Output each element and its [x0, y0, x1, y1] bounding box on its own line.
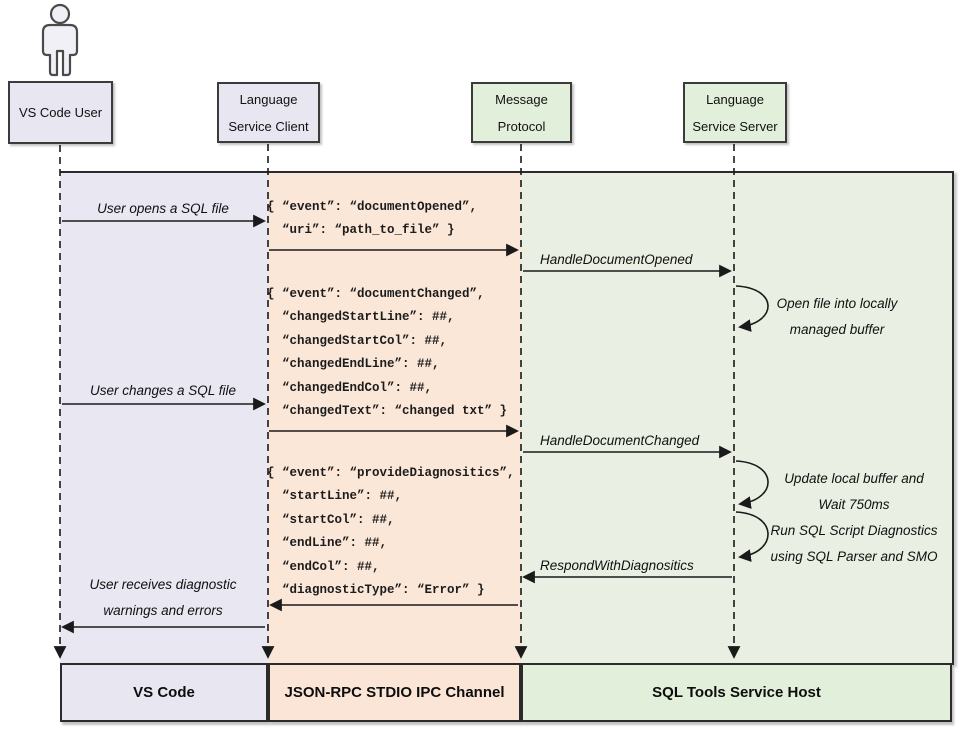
- payload-document-changed: { “event”: “documentChanged”, “changedSt…: [267, 287, 508, 419]
- note-line: Open file into locally: [776, 296, 898, 311]
- footer-label: VS Code: [133, 684, 195, 701]
- header-label: Service Client: [228, 118, 309, 134]
- label-handle-document-opened: HandleDocumentOpened: [540, 252, 693, 267]
- header-label: Message: [495, 91, 548, 107]
- header-label: Language: [706, 91, 764, 107]
- note-open-file: Open file into locally managed buffer: [762, 291, 912, 343]
- actor-body: [41, 23, 79, 77]
- footer-label: SQL Tools Service Host: [652, 684, 821, 701]
- footer-box-ipc-channel: JSON-RPC STDIO IPC Channel: [268, 663, 521, 722]
- header-box-language-service-client: Language Service Client: [217, 82, 320, 143]
- note-line: using SQL Parser and SMO: [770, 549, 938, 564]
- note-line: Update local buffer and: [784, 471, 924, 486]
- note-line: Run SQL Script Diagnostics: [770, 523, 938, 538]
- note-line: managed buffer: [789, 322, 885, 337]
- label-line: User receives diagnostic: [89, 577, 237, 592]
- activity-bands: [60, 171, 954, 665]
- label-handle-document-changed: HandleDocumentChanged: [540, 433, 700, 448]
- payload-provide-diagnostics: { “event”: “provideDiagnositics”, “start…: [267, 466, 515, 598]
- header-label: Protocol: [497, 118, 546, 134]
- label-respond-with-diagnostics: RespondWithDiagnositics: [540, 558, 694, 573]
- footer-box-vscode: VS Code: [60, 663, 268, 722]
- note-update-buffer: Update local buffer and Wait 750ms: [768, 466, 940, 518]
- band-ipc-channel: [268, 173, 521, 665]
- band-vscode: [60, 173, 268, 665]
- actor-head: [49, 3, 71, 25]
- header-label: Service Server: [692, 118, 778, 134]
- header-label: VS Code User: [18, 105, 103, 120]
- label-user-opens-file: User opens a SQL file: [97, 201, 229, 216]
- footer-label: JSON-RPC STDIO IPC Channel: [284, 684, 505, 701]
- footer-box-service-host: SQL Tools Service Host: [521, 663, 952, 722]
- label-line: warnings and errors: [103, 603, 223, 618]
- header-box-language-service-server: Language Service Server: [683, 82, 787, 143]
- band-service-host: [521, 173, 952, 665]
- note-line: Wait 750ms: [818, 497, 890, 512]
- payload-document-opened: { “event”: “documentOpened”, “uri”: “pat…: [267, 200, 478, 238]
- header-label: Language: [239, 91, 298, 107]
- actor-icon: [41, 3, 79, 77]
- note-run-diagnostics: Run SQL Script Diagnostics using SQL Par…: [768, 518, 940, 570]
- label-user-receives-diagnostics: User receives diagnostic warnings and er…: [60, 572, 266, 624]
- label-user-changes-file: User changes a SQL file: [89, 383, 237, 398]
- header-box-vscode-user: VS Code User: [8, 81, 113, 144]
- header-box-message-protocol: Message Protocol: [471, 82, 572, 143]
